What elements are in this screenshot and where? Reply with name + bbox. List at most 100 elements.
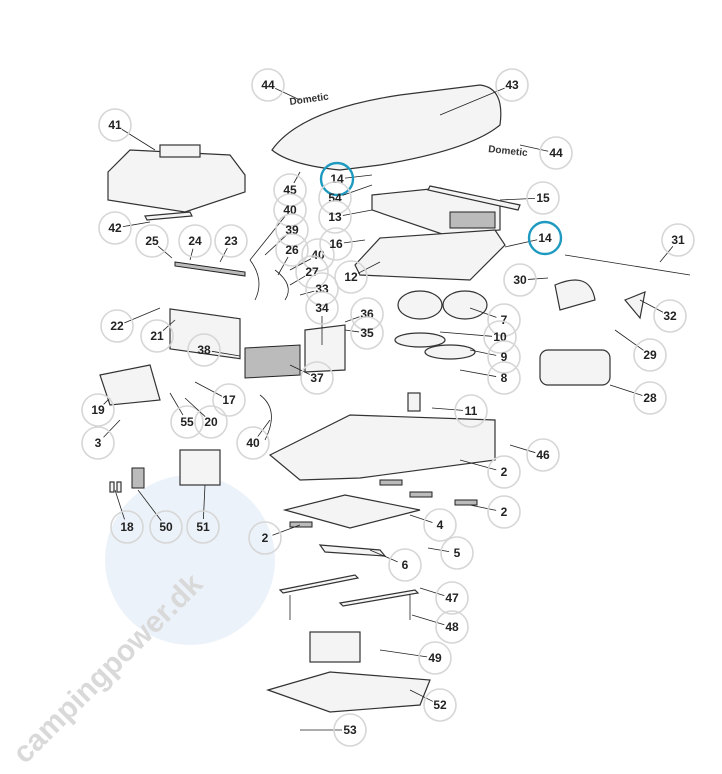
- callout-label: 41: [108, 118, 122, 132]
- callout-20: 20: [184, 397, 228, 439]
- callout-ring: [300, 361, 334, 395]
- callout-label: 44: [549, 146, 563, 160]
- part-remote: [131, 467, 145, 489]
- leader-line: [121, 128, 156, 151]
- leader-line: [439, 87, 505, 116]
- callout-46: 46: [509, 438, 560, 472]
- leader-line: [469, 349, 497, 356]
- callout-label: 36: [360, 307, 374, 321]
- callout-ring: [454, 394, 488, 428]
- part-filters: [309, 631, 361, 663]
- callout-label: 4: [437, 518, 444, 532]
- callout-ring: [194, 405, 228, 439]
- callout-ring: [275, 233, 309, 267]
- callout-14-highlighted: 14: [504, 220, 563, 256]
- leader-line: [409, 689, 434, 702]
- callout-39: 39: [264, 213, 309, 256]
- callout-24: 24: [178, 224, 212, 261]
- callout-ring: [653, 299, 687, 333]
- callout-ring: [214, 224, 248, 258]
- callout-label: 7: [501, 313, 508, 327]
- callout-ring: [487, 303, 521, 337]
- leader-line: [342, 184, 373, 196]
- callout-19: 19: [81, 393, 115, 427]
- callout-label: 46: [536, 448, 550, 462]
- leader-line: [114, 489, 125, 520]
- part-divider: [354, 229, 506, 281]
- leader-line: [469, 307, 497, 318]
- part-ceiling-grille: [266, 671, 431, 713]
- callout-ring: [251, 68, 285, 102]
- callout-18: 18: [110, 489, 144, 544]
- callout-51: 51: [186, 484, 220, 544]
- callout-47: 47: [419, 581, 469, 615]
- leader-line: [343, 239, 366, 244]
- callout-6: 6: [369, 548, 422, 582]
- callout-16: 16: [319, 227, 366, 261]
- callout-ring: [487, 340, 521, 374]
- callout-ring: [170, 405, 204, 439]
- callout-ring: [149, 510, 183, 544]
- callout-15: 15: [499, 181, 560, 215]
- callout-label: 30: [513, 273, 527, 287]
- callout-ring: [350, 297, 384, 331]
- callout-ring: [186, 510, 220, 544]
- leader-line: [275, 88, 301, 101]
- callout-ring: [319, 227, 353, 261]
- leader-line: [157, 245, 173, 259]
- callout-ring: [81, 426, 115, 460]
- leader-line: [293, 171, 301, 184]
- callout-label: 3: [95, 436, 102, 450]
- callout-45: 45: [273, 171, 307, 207]
- callout-52: 52: [409, 688, 457, 722]
- callout-12: 12: [334, 260, 381, 294]
- callout-label: 51: [196, 520, 210, 534]
- callout-43: 43: [439, 68, 529, 116]
- part-gasket: [282, 494, 421, 529]
- callout-4: 4: [409, 508, 457, 542]
- callout-label: 28: [643, 391, 657, 405]
- callout-ring: [487, 495, 521, 529]
- callout-label: 42: [108, 221, 122, 235]
- callout-ring: [273, 173, 307, 207]
- callout-label: 29: [643, 348, 657, 362]
- leader-line: [509, 444, 536, 454]
- callout-ring: [527, 220, 563, 256]
- callout-label: 5: [454, 546, 461, 560]
- leader-line: [499, 197, 536, 201]
- callout-ring: [423, 688, 457, 722]
- callout-ring: [135, 224, 169, 258]
- callout-ring: [275, 213, 309, 247]
- callout-ring: [495, 68, 529, 102]
- callout-7: 7: [469, 303, 521, 337]
- callout-40: 40: [236, 419, 271, 460]
- callout-label: 48: [445, 620, 459, 634]
- callout-label: 55: [180, 415, 194, 429]
- leader-line: [357, 261, 381, 274]
- leader-line: [527, 277, 549, 280]
- callout-label: 15: [536, 191, 550, 205]
- callout-ring: [305, 291, 339, 325]
- leader-line: [609, 384, 643, 396]
- callout-label: 52: [433, 698, 447, 712]
- callout-ring: [81, 393, 115, 427]
- leader-line: [342, 209, 373, 216]
- leader-line: [639, 299, 664, 313]
- callout-ring: [236, 426, 270, 460]
- callout-ring: [98, 211, 132, 245]
- part-cover-box: [107, 149, 246, 213]
- part-control-board: [244, 344, 301, 379]
- callout-ring: [539, 136, 573, 170]
- callout-ring: [295, 255, 329, 289]
- callout-ring: [633, 338, 667, 372]
- watermark-text: campingpower.dk: [7, 567, 210, 770]
- leader-line: [427, 547, 450, 553]
- callout-3: 3: [81, 419, 121, 460]
- callout-11: 11: [431, 394, 488, 428]
- callout-label: 44: [261, 78, 275, 92]
- callout-ring: [305, 272, 339, 306]
- callout-ring: [483, 320, 517, 354]
- parts: Dometic Dometic: [99, 84, 691, 713]
- leader-line: [194, 381, 223, 397]
- leader-line: [344, 329, 360, 333]
